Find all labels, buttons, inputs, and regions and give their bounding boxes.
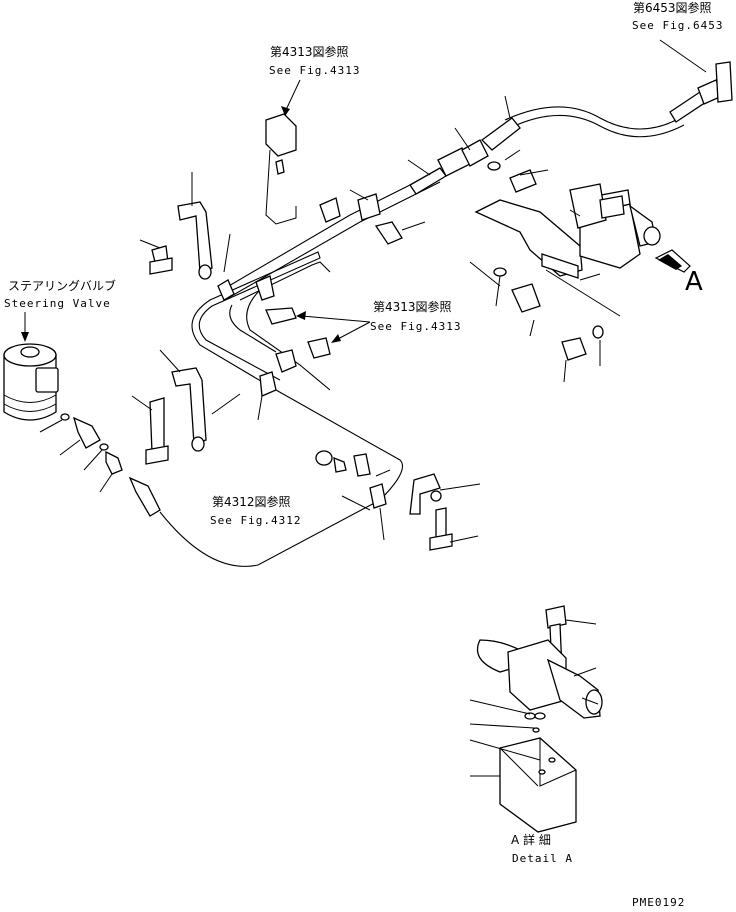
- ref-fig4312-en: See Fig.4312: [210, 514, 301, 527]
- ref-fig4313-mid-en: See Fig.4313: [370, 320, 461, 333]
- mid-clamps: [131, 307, 331, 465]
- ref-fig4313-mid-jp: 第4313図参照: [373, 299, 452, 314]
- ref-fig6453: 第6453図参照 See Fig.6453: [632, 0, 723, 32]
- steering-valve-label: ステアリングバルブ Steering Valve: [4, 278, 116, 310]
- steering-fittings: [39, 413, 161, 517]
- upper-fittings: [407, 61, 733, 195]
- ref-fig6453-en: See Fig.6453: [632, 19, 723, 32]
- ref-fig4312-jp: 第4312図参照: [212, 494, 291, 509]
- view-a-arrow: [654, 249, 691, 273]
- detail-a-caption-en: Detail A: [512, 852, 573, 865]
- drawing-code: PME0192: [632, 896, 685, 909]
- steering-valve-label-jp: ステアリングバルブ: [8, 278, 116, 293]
- top-bracket: [265, 113, 426, 245]
- ref-fig4313-top-en: See Fig.4313: [269, 64, 360, 77]
- ref-fig4313-mid: 第4313図参照 See Fig.4313: [370, 299, 461, 333]
- hose-lines: [159, 106, 685, 567]
- ref-fig4312: 第4312図参照 See Fig.4312: [210, 494, 301, 527]
- steering-valve: [3, 343, 59, 421]
- detail-a-assembly: [469, 605, 603, 833]
- detail-a-caption-jp: A 詳 細: [511, 832, 551, 847]
- right-valve-assembly: [469, 183, 661, 383]
- ref-fig4313-top: 第4313図参照 See Fig.4313: [269, 44, 360, 77]
- lower-clamps: [315, 450, 481, 551]
- view-arrow-letter: A: [685, 267, 703, 297]
- left-upper-bracket: [139, 172, 275, 301]
- ref-fig6453-jp: 第6453図参照: [633, 0, 712, 15]
- detail-a-caption: A 詳 細 Detail A: [511, 832, 573, 865]
- steering-valve-label-en: Steering Valve: [4, 297, 111, 310]
- ref-fig4313-top-jp: 第4313図参照: [270, 44, 349, 59]
